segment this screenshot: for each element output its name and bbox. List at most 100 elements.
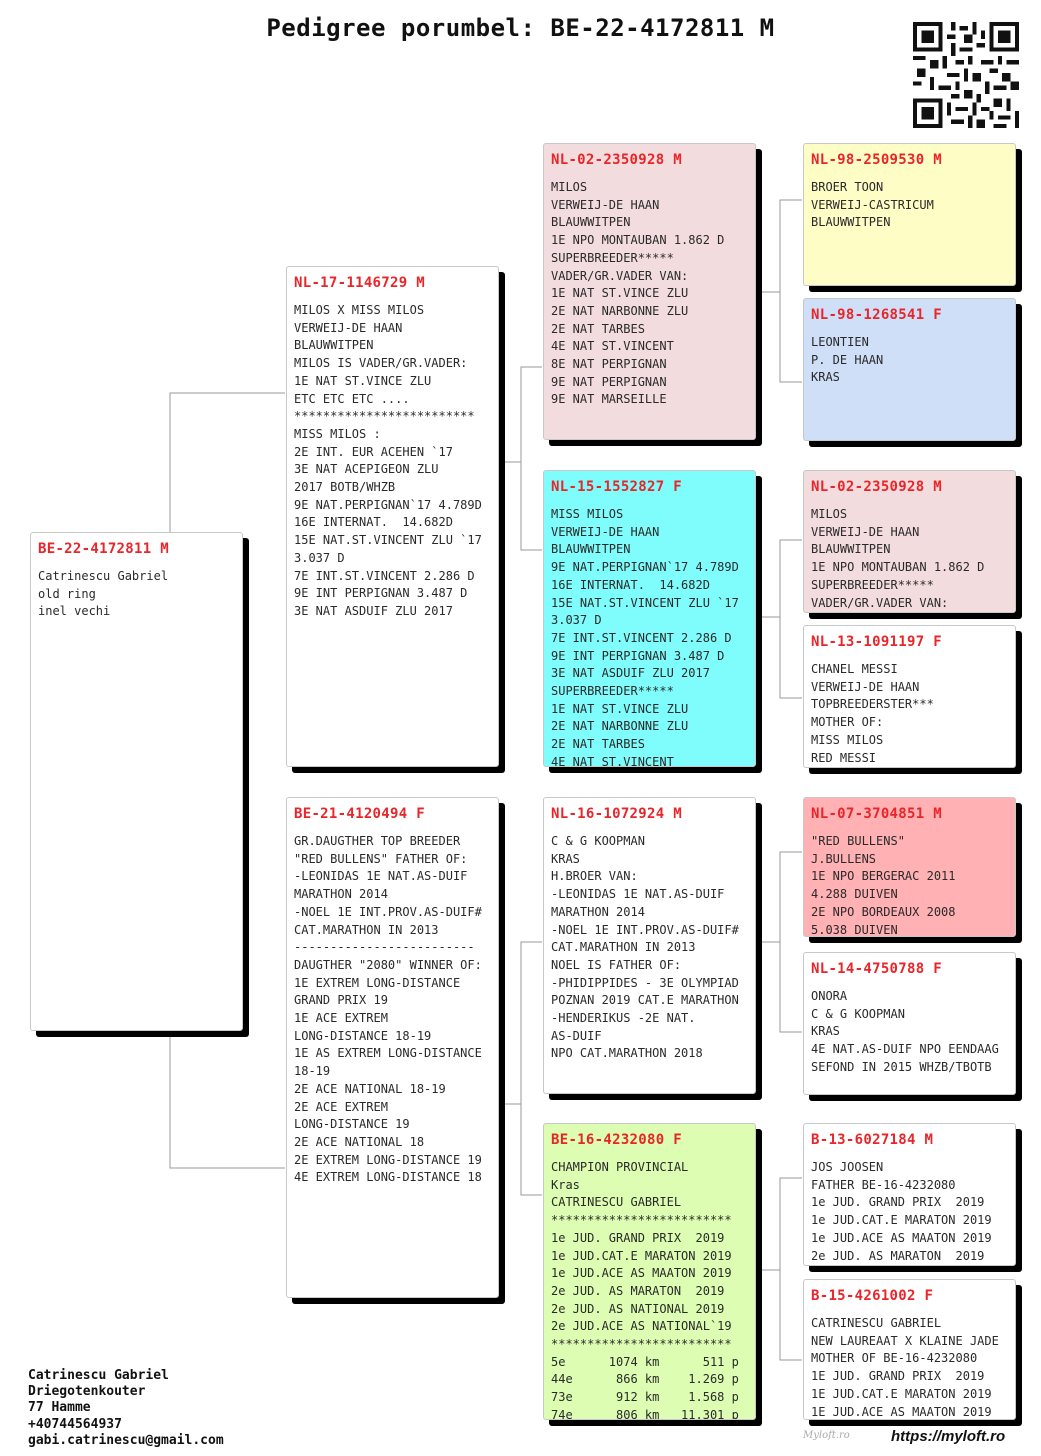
detail-line: CAT.MARATHON IN 2013 [551,940,696,955]
detail-line: MOTHER OF BE-16-4232080 [811,1351,978,1366]
owner-street: Driegotenkouter [28,1384,146,1400]
detail-line: MILOS [551,180,588,194]
detail-line: 1E NAT ST.VINCE ZLU [551,286,689,301]
detail-line: NPO CAT.MARATHON 2018 [551,1046,703,1061]
detail-line: 9E INT PERPIGNAN 3.487 D [294,586,468,601]
detail-line: 74e 806 km 11.301 p [551,1407,739,1420]
detail-line: -LEONIDAS 1E NAT.AS-DUIF [551,887,725,902]
detail-line: MARATHON 2014 [551,904,645,919]
detail-line: CATRINESCU GABRIEL [551,1195,682,1210]
detail-line: 2e JUD.ACE AS NATIONAL`19 [551,1319,732,1334]
detail-line: ************************* [551,1213,732,1228]
detail-line: 5e 1074 km 511 p [551,1354,739,1369]
detail-line: -NOEL 1E INT.PROV.AS-DUIF# [294,904,482,919]
detail-line: MILOS [811,507,848,521]
owner-email[interactable]: gabi.catrinescu@gmail.com [28,1432,224,1448]
detail-line: 16E INTERNAT. 14.682D [551,577,710,592]
detail-line: SUPERBREEDER***** [551,250,674,265]
detail-line: 44e 866 km 1.269 p [551,1372,739,1387]
detail-line: MARATHON 2014 [294,887,388,902]
detail-line: 18-19 [294,1064,331,1079]
ring-number: NL-14-4750788 F [811,961,942,977]
detail-line: VADER/GR.VADER VAN: [551,268,689,283]
detail-line: 4E EXTREM LONG-DISTANCE 18 [294,1170,482,1185]
detail-line: 2E NAT TARBES [551,737,645,752]
detail-line: KRAS [811,370,840,385]
owner-city: 77 Hamme [28,1400,91,1416]
detail-line: CAT.MARATHON IN 2013 [294,922,439,937]
detail-line: 1e JUD.ACE AS MAATON 2019 [551,1266,732,1281]
ring-number: BE-22-4172811 M [38,541,169,557]
detail-line: 2e JUD. AS MARATON 2019 [551,1283,725,1298]
detail-line: 3E NAT ACEPIGEON ZLU [294,462,439,477]
detail-line: 2e JUD. AS NATIONAL 2019 [551,1301,725,1316]
detail-line: 2E ACE NATIONAL 18 [294,1134,425,1149]
detail-line: 2E NAT TARBES [551,321,645,336]
ring-number: NL-98-1268541 F [811,307,942,323]
detail-line: 1E NPO BERGERAC 2011 [811,869,956,884]
detail-line: VERWEIJ-DE HAAN [811,524,920,539]
detail-line: 1e JUD.CAT.E MARATON 2019 [811,1213,992,1228]
detail-line: MILOS IS VADER/GR.VADER: [294,356,468,371]
pigeon-details: GR.DAUGTHER TOP BREEDER"RED BULLENS" FAT… [294,833,492,1187]
detail-line: 9E NAT MARSEILLE [551,392,667,407]
page-title: Pedigree porumbel: BE-22-4172811 M [266,14,775,42]
detail-line: 2E ACE EXTREM [294,1099,388,1114]
detail-line: J.BULLENS [811,851,877,866]
detail-line: 1E JUD. GRAND PRIX 2019 [811,1369,985,1384]
owner-contact: Catrinescu Gabriel Driegotenkouter 77 Ha… [28,1368,224,1449]
website-link[interactable]: https://myloft.ro [891,1428,1006,1445]
detail-line: VERWEIJ-DE HAAN [811,679,920,694]
ring-number: NL-02-2350928 M [551,152,682,168]
detail-line: 2E INT. EUR ACEHEN `17 [294,444,453,459]
ring-number: NL-13-1091197 F [811,634,942,650]
detail-line: 1E AS EXTREM LONG-DISTANCE [294,1046,482,1061]
detail-line: 4.288 DUIVEN [811,887,898,902]
detail-line: JOS JOOSEN [811,1160,884,1174]
detail-line: 15E NAT.ST.VINCENT ZLU `17 [294,533,482,548]
ring-number: NL-15-1552827 F [551,479,682,495]
detail-line: 1e JUD. GRAND PRIX 2019 [551,1230,725,1245]
detail-line: DAUGTHER "2080" WINNER OF: [294,957,482,972]
detail-line: CHAMPION PROVINCIAL [551,1160,689,1174]
detail-line: VERWEIJ-DE HAAN [294,320,403,335]
detail-line: 1e JUD.ACE AS MAATON 2019 [811,1230,992,1245]
detail-line: SEFOND IN 2015 WHZB/TBOTB [811,1059,992,1074]
detail-line: ************************* [551,1337,732,1352]
mother-card[interactable]: BE-21-4120494 F GR.DAUGTHER TOP BREEDER"… [286,797,499,1298]
detail-line: VADER/GR.VADER VAN: [811,595,949,610]
detail-line: 1E NPO MONTAUBAN 1.862 D [551,233,725,248]
detail-line: 2e JUD. AS MARATON 2019 [811,1248,985,1263]
detail-line: 3E NAT ASDUIF ZLU 2017 [294,603,453,618]
detail-line: SUPERBREEDER***** [811,577,934,592]
detail-line: 3.037 D [551,613,602,628]
detail-line: VERWEIJ-CASTRICUM [811,197,934,212]
owner-name: Catrinescu Gabriel [28,1368,169,1383]
detail-line: BLAUWWITPEN [811,215,891,230]
detail-line: 1E EXTREM LONG-DISTANCE [294,975,461,990]
detail-line: 1E JUD.CAT.E MARATON 2019 [811,1386,992,1401]
detail-line: 4E NAT.AS-DUIF NPO EENDAAG [811,1042,999,1057]
